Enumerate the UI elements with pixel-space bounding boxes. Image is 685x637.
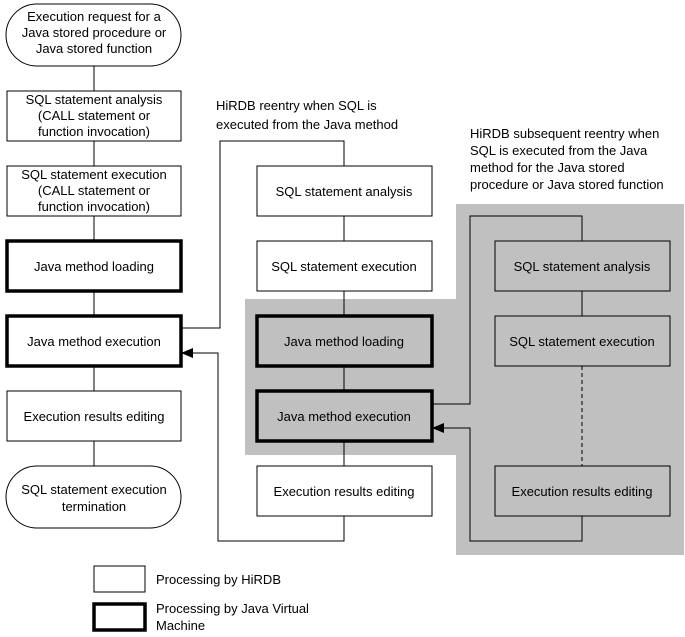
col3-execution-box: SQL statement execution [494,315,671,367]
legend-jvm-line-1: Processing by Java Virtual [156,601,309,616]
col3-return-connector [432,423,583,542]
legend-jvm-line-2: Machine [156,618,205,633]
col3-results-editing-box: Execution results editing [494,465,671,517]
col3-caption-line-4: procedure or Java stored function [470,177,664,192]
col1-java-loading-box: Java method loading [5,239,183,293]
col2-java-execution-label: Java method execution [277,409,411,424]
col3-analysis-box: SQL statement analysis [494,240,671,292]
col2-java-execution-box: Java method execution [255,389,434,443]
col1-execution-line-3: function invocation) [38,199,150,214]
col2-execution-label: SQL statement execution [271,259,417,274]
legend-hirdb-label: Processing by HiRDB [156,572,281,587]
col2-java-loading-box: Java method loading [255,314,434,368]
col3-caption-line-3: method for the Java stored [470,160,625,175]
col1-execution-line-1: SQL statement execution [21,167,167,182]
col2-caption-line-1: HiRDB reentry when SQL is [216,98,377,113]
col2-execution-box: SQL statement execution [256,240,433,292]
column-3: HiRDB subsequent reentry when SQL is exe… [432,126,671,542]
col2-analysis-box: SQL statement analysis [256,165,433,217]
col1-java-execution-box: Java method execution [5,314,183,368]
end-line-2: termination [62,499,126,514]
col3-analysis-label: SQL statement analysis [514,259,651,274]
col1-results-editing-box: Execution results editing [6,390,182,442]
start-line-2: Java stored procedure or [22,25,167,40]
start-terminator: Execution request for a Java stored proc… [5,3,182,67]
col3-reentry-connector [432,215,583,405]
legend-hirdb-swatch [93,565,146,593]
end-terminator: SQL statement execution termination [5,465,182,529]
start-line-3: Java stored function [36,41,152,56]
col1-java-execution-label: Java method execution [27,334,161,349]
col2-results-editing-label: Execution results editing [274,484,415,499]
col2-results-editing-box: Execution results editing [256,465,433,517]
col3-caption-line-2: SQL is executed from the Java [470,143,648,158]
col1-java-loading-label: Java method loading [34,259,154,274]
col1-execution-line-2: (CALL statement or [38,183,151,198]
col1-results-editing-label: Execution results editing [24,409,165,424]
start-line-1: Execution request for a [27,9,161,24]
col1-analysis-box: SQL statement analysis (CALL statement o… [6,90,182,142]
col3-caption-line-1: HiRDB subsequent reentry when [470,126,659,141]
column-2: HiRDB reentry when SQL is executed from … [181,98,434,542]
col1-analysis-line-3: function invocation) [38,124,150,139]
column-1: Execution request for a Java stored proc… [5,3,183,529]
col3-results-editing-label: Execution results editing [512,484,653,499]
col3-execution-label: SQL statement execution [509,334,655,349]
col2-return-connector [181,348,345,542]
col2-reentry-connector [181,140,345,329]
col1-analysis-line-1: SQL statement analysis [26,92,163,107]
end-line-1: SQL statement execution [21,482,167,497]
legend: Processing by HiRDB Processing by Java V… [92,565,309,633]
col2-caption-line-2: executed from the Java method [216,117,398,132]
col1-analysis-line-2: (CALL statement or [38,108,151,123]
legend-jvm-swatch [92,602,147,632]
col2-analysis-label: SQL statement analysis [276,184,413,199]
col2-java-loading-label: Java method loading [284,334,404,349]
col1-execution-box: SQL statement execution (CALL statement … [6,165,182,217]
